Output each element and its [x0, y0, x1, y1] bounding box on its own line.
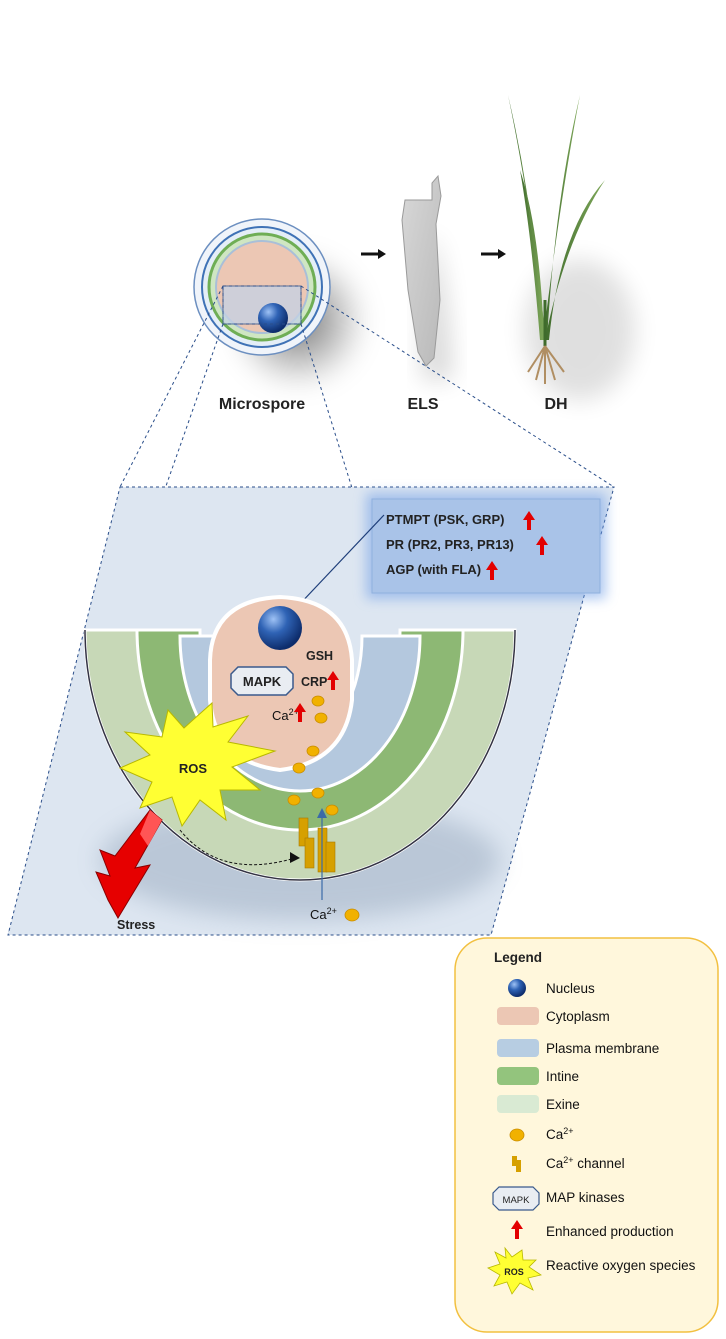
- els-icon: [401, 174, 452, 380]
- mapk-label: MAPK: [243, 674, 282, 689]
- ca-inner-arrow-icon: [294, 703, 306, 722]
- microspore-label: Microspore: [219, 396, 305, 413]
- crp-arrow-icon: [327, 671, 339, 690]
- legend-item-enhanced-production: Enhanced production: [546, 1224, 674, 1239]
- dh-plant-icon: [508, 95, 635, 400]
- legend-item-ca: Ca2+: [546, 1126, 574, 1142]
- legend-cytoplasm-swatch: [497, 1007, 539, 1025]
- legend-item-plasma-membrane: Plasma membrane: [546, 1041, 659, 1056]
- legend-mapk-icon: MAPK: [492, 1186, 540, 1211]
- els-label: ELS: [407, 396, 438, 413]
- microspore-icon: [193, 218, 368, 390]
- legend-item-intine: Intine: [546, 1069, 579, 1084]
- legend-title: Legend: [494, 950, 542, 965]
- legend-item-exine: Exine: [546, 1097, 580, 1112]
- legend-ros-icon: ROS: [487, 1246, 542, 1295]
- legend-ros-icon-text: ROS: [504, 1267, 524, 1277]
- ros-icon: [118, 701, 277, 828]
- stage-arrow-2: [481, 249, 506, 259]
- legend-enhanced-arrow-icon: [511, 1220, 523, 1239]
- ros-label: ROS: [179, 761, 208, 776]
- stress-lightning-icon: [95, 809, 163, 919]
- gsh-label: GSH: [306, 649, 333, 663]
- legend-item-cytoplasm: Cytoplasm: [546, 1009, 610, 1024]
- legend-exine-swatch: [497, 1095, 539, 1113]
- legend-ca-channel-icon: [512, 1156, 521, 1172]
- legend-nucleus-icon: [508, 979, 526, 997]
- legend-mapk-icon-text: MAPK: [503, 1195, 531, 1206]
- ca-outer-label: Ca2+: [310, 906, 337, 922]
- enhanced-arrow-icon: [486, 511, 548, 580]
- callout-line-1: PTMPT (PSK, GRP): [386, 512, 504, 527]
- stress-label: Stress: [117, 918, 155, 932]
- ca-inner-label: Ca2+: [272, 707, 299, 723]
- callout-box: [366, 493, 606, 599]
- legend-item-reactive-oxygen-species: Reactive oxygen species: [546, 1258, 696, 1273]
- stage-arrow-1: [361, 249, 386, 259]
- ca-ions: [287, 695, 360, 922]
- crp-label: CRP: [301, 675, 327, 689]
- legend-ca-icon: [509, 1128, 525, 1142]
- legend-item-nucleus: Nucleus: [546, 981, 595, 996]
- nucleus-icon: [258, 606, 302, 650]
- callout-line-3: AGP (with FLA): [386, 562, 481, 577]
- mapk-icon: [230, 666, 294, 696]
- callout-line-2: PR (PR2, PR3, PR13): [386, 537, 514, 552]
- legend-item-map-kinases: MAP kinases: [546, 1190, 625, 1205]
- legend-item-ca-channel: Ca2+ channel: [546, 1155, 625, 1171]
- microspore-nucleus-icon: [258, 303, 288, 333]
- legend: Legend Nucleus Cytoplasm Plasma membrane…: [454, 937, 719, 1333]
- dh-label: DH: [544, 396, 567, 413]
- legend-intine-swatch: [497, 1067, 539, 1085]
- legend-plasma-membrane-swatch: [497, 1039, 539, 1057]
